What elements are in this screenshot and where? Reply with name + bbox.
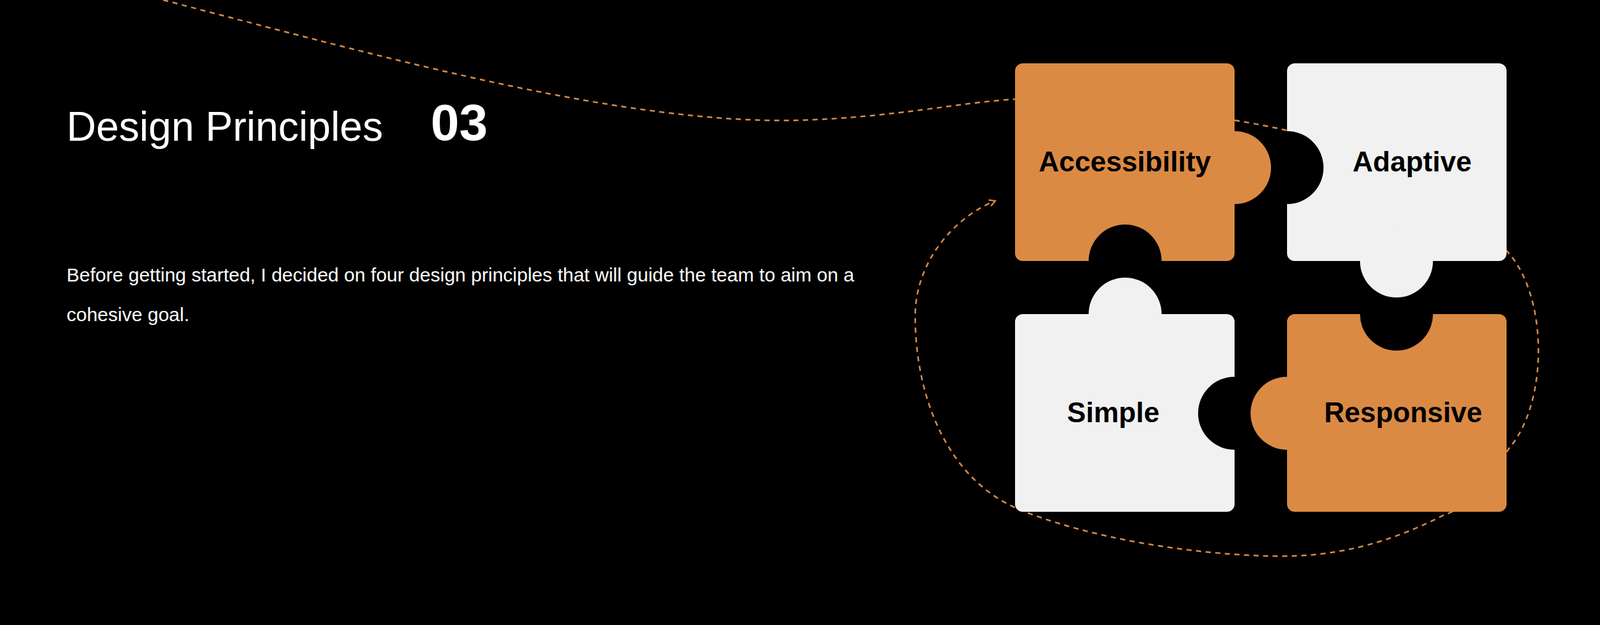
- dashed-curve: [163, 0, 1016, 121]
- piece-socket: [1287, 131, 1324, 205]
- principle-label: Simple: [1066, 397, 1160, 429]
- intro-paragraph: Before getting started, I decided on fou…: [66, 255, 873, 335]
- piece-socket: [1360, 314, 1433, 351]
- piece-label-wrap: Responsive: [1293, 314, 1513, 512]
- piece-label-wrap: Adaptive: [1302, 63, 1522, 262]
- dashed-curve: [1234, 120, 1288, 131]
- piece-label-wrap: Simple: [1003, 314, 1224, 512]
- piece-socket: [1088, 224, 1162, 262]
- puzzle-piece: Responsive: [1287, 314, 1507, 512]
- puzzle-piece: Simple: [1015, 314, 1235, 512]
- piece-label-wrap: Accessibility: [1015, 63, 1235, 262]
- principle-label: Accessibility: [1038, 146, 1211, 178]
- piece-knob: [1088, 277, 1162, 351]
- piece-knob: [1250, 376, 1324, 450]
- principle-label: Responsive: [1324, 397, 1483, 429]
- page-title: Design Principles: [66, 106, 383, 148]
- section-number: 03: [430, 97, 488, 149]
- piece-socket: [1198, 376, 1235, 450]
- puzzle-piece: Adaptive: [1287, 63, 1507, 262]
- piece-knob: [1360, 224, 1433, 298]
- principle-label: Adaptive: [1352, 146, 1472, 178]
- puzzle-piece: Accessibility: [1015, 63, 1235, 262]
